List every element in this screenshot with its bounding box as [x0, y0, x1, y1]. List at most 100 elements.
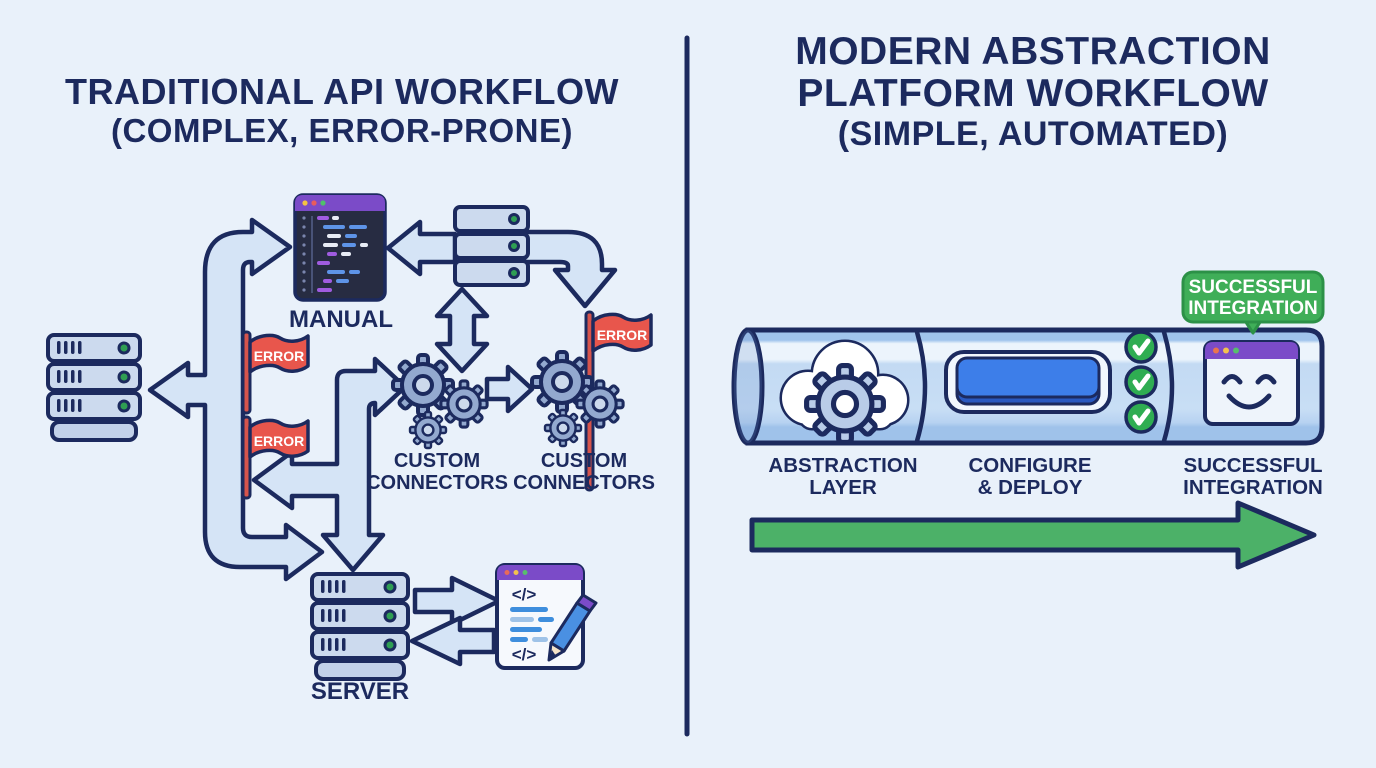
window-dot-icon	[1223, 347, 1229, 354]
server-vents	[321, 580, 346, 651]
svg-text:LAYER: LAYER	[809, 476, 877, 499]
server-error-curve-arrow	[521, 229, 618, 309]
bubble-line2: INTEGRATION	[1188, 298, 1317, 319]
status-dot	[117, 399, 131, 413]
server-unit	[453, 232, 530, 260]
server-unit	[46, 391, 142, 421]
status-dot	[508, 267, 520, 279]
window-dot-icon	[1233, 347, 1239, 354]
junction-arrow	[251, 356, 408, 573]
left-title: TRADITIONAL API WORKFLOW (COMPLEX, ERROR…	[65, 71, 619, 149]
smiley-eye	[1221, 374, 1243, 385]
pipeline	[731, 327, 1325, 446]
server-stack-bottom-icon	[310, 572, 410, 681]
checkmark-icon-2	[1126, 367, 1156, 397]
status-dot	[117, 370, 131, 384]
gear-cluster-1	[391, 353, 489, 450]
code-editor-icon	[293, 193, 387, 302]
pipeline-divider-1	[914, 331, 928, 442]
gear-icon	[408, 410, 448, 450]
server-unit	[453, 259, 530, 287]
pipeline-cap-shade	[734, 330, 762, 443]
right-panel: MODERN ABSTRACTION PLATFORM WORKFLOW (SI…	[731, 30, 1325, 570]
window-dot-icon	[320, 200, 326, 206]
window-dot-icon	[311, 200, 317, 206]
gears-right-arrow	[484, 364, 535, 414]
left-title-line1: TRADITIONAL API WORKFLOW	[65, 71, 619, 112]
status-dot	[383, 638, 397, 652]
server-unit	[46, 333, 142, 363]
error-flag-2: ERROR	[241, 415, 310, 500]
error-flag-1: ERROR	[241, 330, 310, 415]
smiley-window-icon	[1203, 340, 1300, 426]
server-stack-left-icon	[46, 333, 142, 442]
left-panel: TRADITIONAL API WORKFLOW (COMPLEX, ERROR…	[46, 71, 655, 705]
doc-titlebar	[497, 565, 583, 580]
doc-lines	[510, 607, 554, 642]
success-bubble: SUCCESSFUL INTEGRATION	[1181, 270, 1325, 335]
bubble-box	[1181, 270, 1325, 324]
checkmark-icon-3	[1126, 402, 1156, 432]
status-dot	[383, 580, 397, 594]
code-symbol: </>	[512, 585, 537, 604]
trunk-arrow	[147, 217, 325, 582]
right-title-line1: MODERN ABSTRACTION	[795, 30, 1271, 73]
status-dot	[383, 609, 397, 623]
window-dot-icon	[302, 200, 308, 206]
server-base	[50, 420, 138, 442]
server-unit	[453, 205, 530, 233]
pipeline-divider-2	[1161, 331, 1175, 442]
abstraction-layer-label: ABSTRACTION LAYER	[768, 454, 917, 499]
status-dot	[117, 341, 131, 355]
doc-server-arrow	[409, 615, 497, 667]
document-code-icon: </> </>	[495, 563, 598, 670]
server-base	[314, 659, 406, 681]
server-stack-top-icon	[453, 205, 530, 287]
cloud-gear-icon	[779, 339, 910, 443]
gear-icon	[543, 408, 583, 448]
gear-icon	[575, 379, 625, 429]
gear-cluster-2	[530, 350, 625, 448]
svg-text:CONNECTORS: CONNECTORS	[513, 472, 655, 494]
custom-connectors-label-1: CUSTOM CONNECTORS	[366, 450, 508, 494]
progress-arrow	[749, 500, 1317, 570]
custom-connectors-label-2: CUSTOM CONNECTORS	[513, 450, 655, 494]
window-dot-icon	[504, 570, 510, 575]
svg-text:CUSTOM: CUSTOM	[394, 450, 480, 472]
smiley-mouth	[1226, 393, 1272, 410]
right-title-line2: PLATFORM WORKFLOW	[797, 72, 1268, 115]
editor-gutter	[302, 216, 313, 293]
svg-text:& DEPLOY: & DEPLOY	[978, 476, 1083, 499]
code-lines	[317, 216, 368, 292]
server-unit	[46, 362, 142, 392]
status-dot	[508, 240, 520, 252]
svg-text:SUCCESSFUL: SUCCESSFUL	[1184, 454, 1323, 477]
server-vents	[57, 341, 82, 412]
double-vertical-arrow	[434, 286, 490, 374]
svg-text:ABSTRACTION: ABSTRACTION	[768, 454, 917, 477]
gear-icon	[807, 366, 884, 443]
server-doc-arrow	[412, 575, 502, 627]
editor-server-arrow	[385, 219, 458, 277]
workflow-arrows	[147, 217, 618, 667]
successful-integration-label: SUCCESSFUL INTEGRATION	[1183, 454, 1323, 499]
left-title-line2: (COMPLEX, ERROR-PRONE)	[111, 112, 573, 149]
manual-label: MANUAL	[289, 306, 393, 333]
window-dot-icon	[1213, 347, 1219, 354]
bubble-line1: SUCCESSFUL	[1189, 277, 1318, 298]
checkmark-icon-1	[1126, 332, 1156, 362]
pipeline-cap	[731, 327, 765, 446]
configure-deploy-label: CONFIGURE & DEPLOY	[969, 454, 1092, 499]
gear-icon	[439, 379, 489, 429]
button-face	[955, 356, 1101, 399]
svg-text:CONFIGURE: CONFIGURE	[969, 454, 1092, 477]
server-label: SERVER	[311, 678, 409, 705]
code-symbol: </>	[512, 645, 537, 664]
editor-titlebar	[295, 195, 385, 211]
deploy-button	[944, 350, 1112, 414]
svg-text:INTEGRATION: INTEGRATION	[1183, 476, 1323, 499]
error-label: ERROR	[597, 327, 648, 343]
svg-text:CUSTOM: CUSTOM	[541, 450, 627, 472]
